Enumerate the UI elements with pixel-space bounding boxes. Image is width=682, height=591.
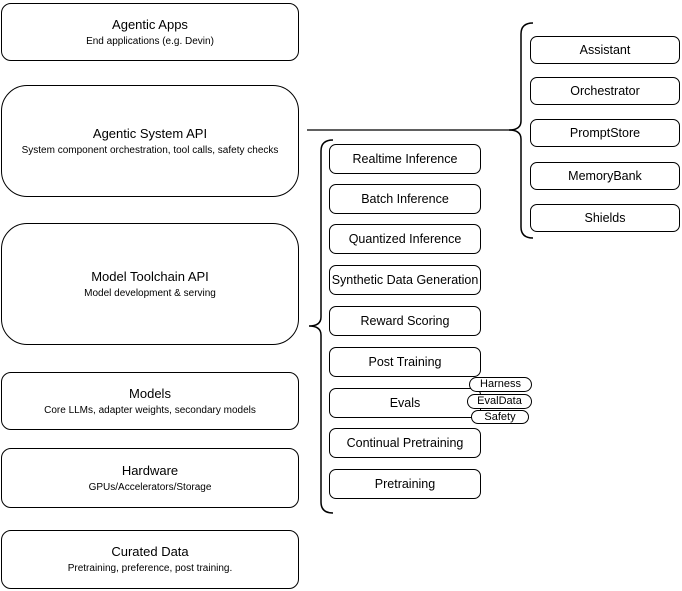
node-agentic-system-api-title: Agentic System API <box>92 125 208 141</box>
node-model-toolchain-api-title: Model Toolchain API <box>91 268 209 284</box>
node-quantized-inference: Quantized Inference <box>329 224 481 254</box>
pill-safety: Safety <box>471 410 529 424</box>
node-pretraining: Pretraining <box>329 469 481 499</box>
node-evals: Evals <box>329 388 481 418</box>
node-models-subtitle: Core LLMs, adapter weights, secondary mo… <box>44 404 256 416</box>
right-column-brace <box>508 22 534 239</box>
node-hardware-subtitle: GPUs/Accelerators/Storage <box>88 481 212 493</box>
node-promptstore: PromptStore <box>530 119 680 147</box>
node-agentic-system-api: Agentic System API System component orch… <box>1 85 299 197</box>
node-assistant-label: Assistant <box>579 43 631 57</box>
node-curated-data: Curated Data Pretraining, preference, po… <box>1 530 299 589</box>
node-hardware: Hardware GPUs/Accelerators/Storage <box>1 448 299 508</box>
node-quantized-inference-label: Quantized Inference <box>348 232 462 246</box>
node-synthetic-data-generation: Synthetic Data Generation <box>329 265 481 295</box>
node-models: Models Core LLMs, adapter weights, secon… <box>1 372 299 430</box>
node-batch-inference: Batch Inference <box>329 184 481 214</box>
node-orchestrator: Orchestrator <box>530 77 680 105</box>
node-models-title: Models <box>129 385 171 401</box>
node-evals-label: Evals <box>389 396 421 410</box>
pill-safety-label: Safety <box>484 410 516 423</box>
pill-evaldata: EvalData <box>467 394 532 409</box>
node-batch-inference-label: Batch Inference <box>361 192 449 206</box>
node-reward-scoring-label: Reward Scoring <box>360 314 450 328</box>
node-agentic-system-api-subtitle: System component orchestration, tool cal… <box>21 144 279 156</box>
node-memorybank: MemoryBank <box>530 162 680 190</box>
node-curated-data-title: Curated Data <box>111 544 189 559</box>
node-agentic-apps-subtitle: End applications (e.g. Devin) <box>86 35 214 47</box>
node-promptstore-label: PromptStore <box>569 126 641 140</box>
node-memorybank-label: MemoryBank <box>568 169 642 183</box>
node-post-training-label: Post Training <box>368 355 442 369</box>
node-shields: Shields <box>530 204 680 232</box>
node-pretraining-label: Pretraining <box>374 477 436 491</box>
node-agentic-apps: Agentic Apps End applications (e.g. Devi… <box>1 3 299 61</box>
node-curated-data-subtitle: Pretraining, preference, post training. <box>67 563 233 574</box>
node-post-training: Post Training <box>329 347 481 377</box>
node-agentic-apps-title: Agentic Apps <box>112 16 188 32</box>
node-realtime-inference-label: Realtime Inference <box>352 152 458 166</box>
pill-harness-label: Harness <box>480 378 521 390</box>
node-model-toolchain-api-subtitle: Model development & serving <box>84 287 216 299</box>
node-continual-pretraining-label: Continual Pretraining <box>346 436 464 450</box>
pill-evaldata-label: EvalData <box>477 395 522 407</box>
node-realtime-inference: Realtime Inference <box>329 144 481 174</box>
node-assistant: Assistant <box>530 36 680 64</box>
node-continual-pretraining: Continual Pretraining <box>329 428 481 458</box>
node-synthetic-data-generation-label: Synthetic Data Generation <box>331 273 479 287</box>
node-orchestrator-label: Orchestrator <box>570 84 640 98</box>
pill-harness: Harness <box>469 377 532 392</box>
node-hardware-title: Hardware <box>121 462 179 478</box>
node-reward-scoring: Reward Scoring <box>329 306 481 336</box>
middle-column-brace <box>308 139 334 514</box>
node-model-toolchain-api: Model Toolchain API Model development & … <box>1 223 299 345</box>
node-shields-label: Shields <box>584 211 626 225</box>
